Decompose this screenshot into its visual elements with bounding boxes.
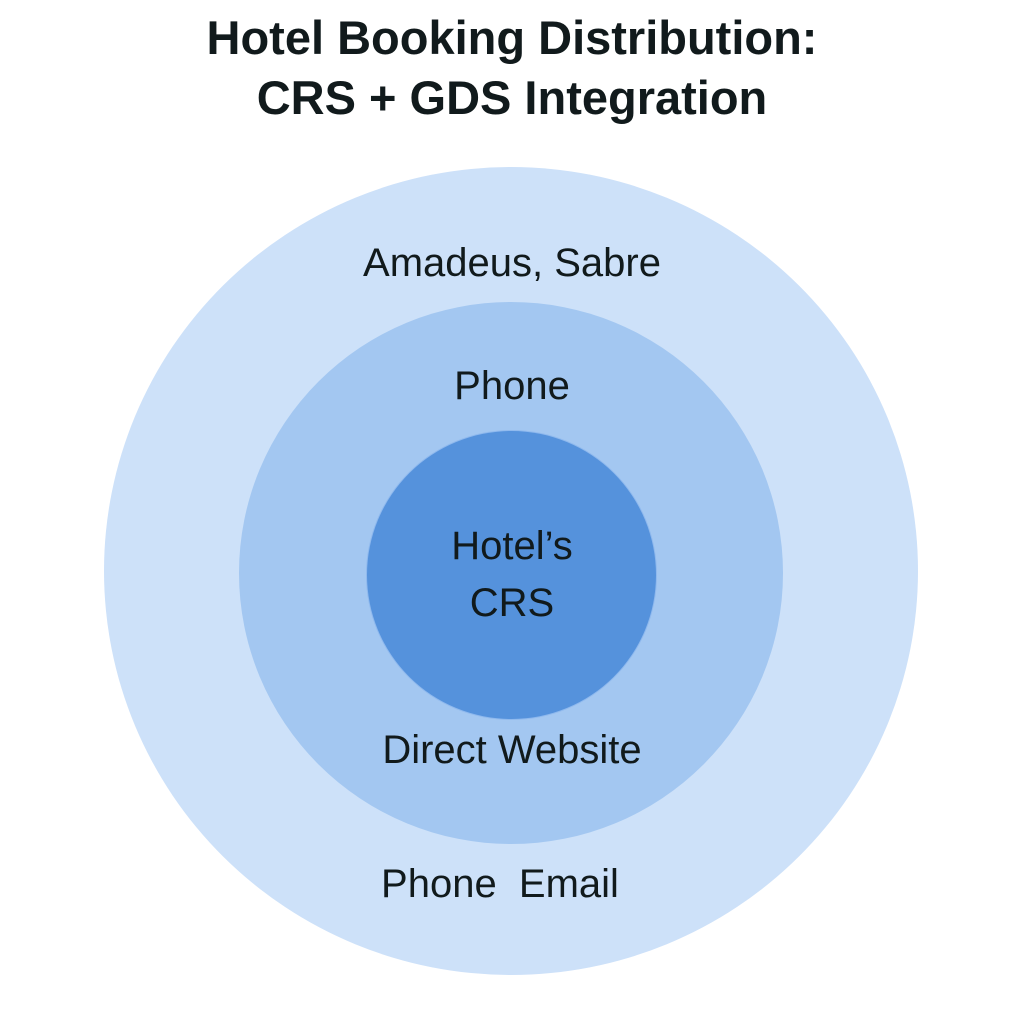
outer-ring-bottom-label: Phone Email: [381, 862, 619, 906]
middle-ring-label: Phone: [454, 364, 570, 408]
outer-ring-label: Amadeus, Sabre: [363, 241, 661, 285]
diagram-title-line2: CRS + GDS Integration: [256, 71, 768, 124]
inner-circle-label-line1: Hotel’s: [451, 524, 573, 568]
middle-ring-bottom-label: Direct Website: [382, 728, 642, 772]
inner-circle-crs: [367, 431, 656, 719]
inner-circle-label-line2: CRS: [469, 581, 555, 625]
diagram-title-line1: Hotel Booking Distribution:: [206, 11, 818, 64]
